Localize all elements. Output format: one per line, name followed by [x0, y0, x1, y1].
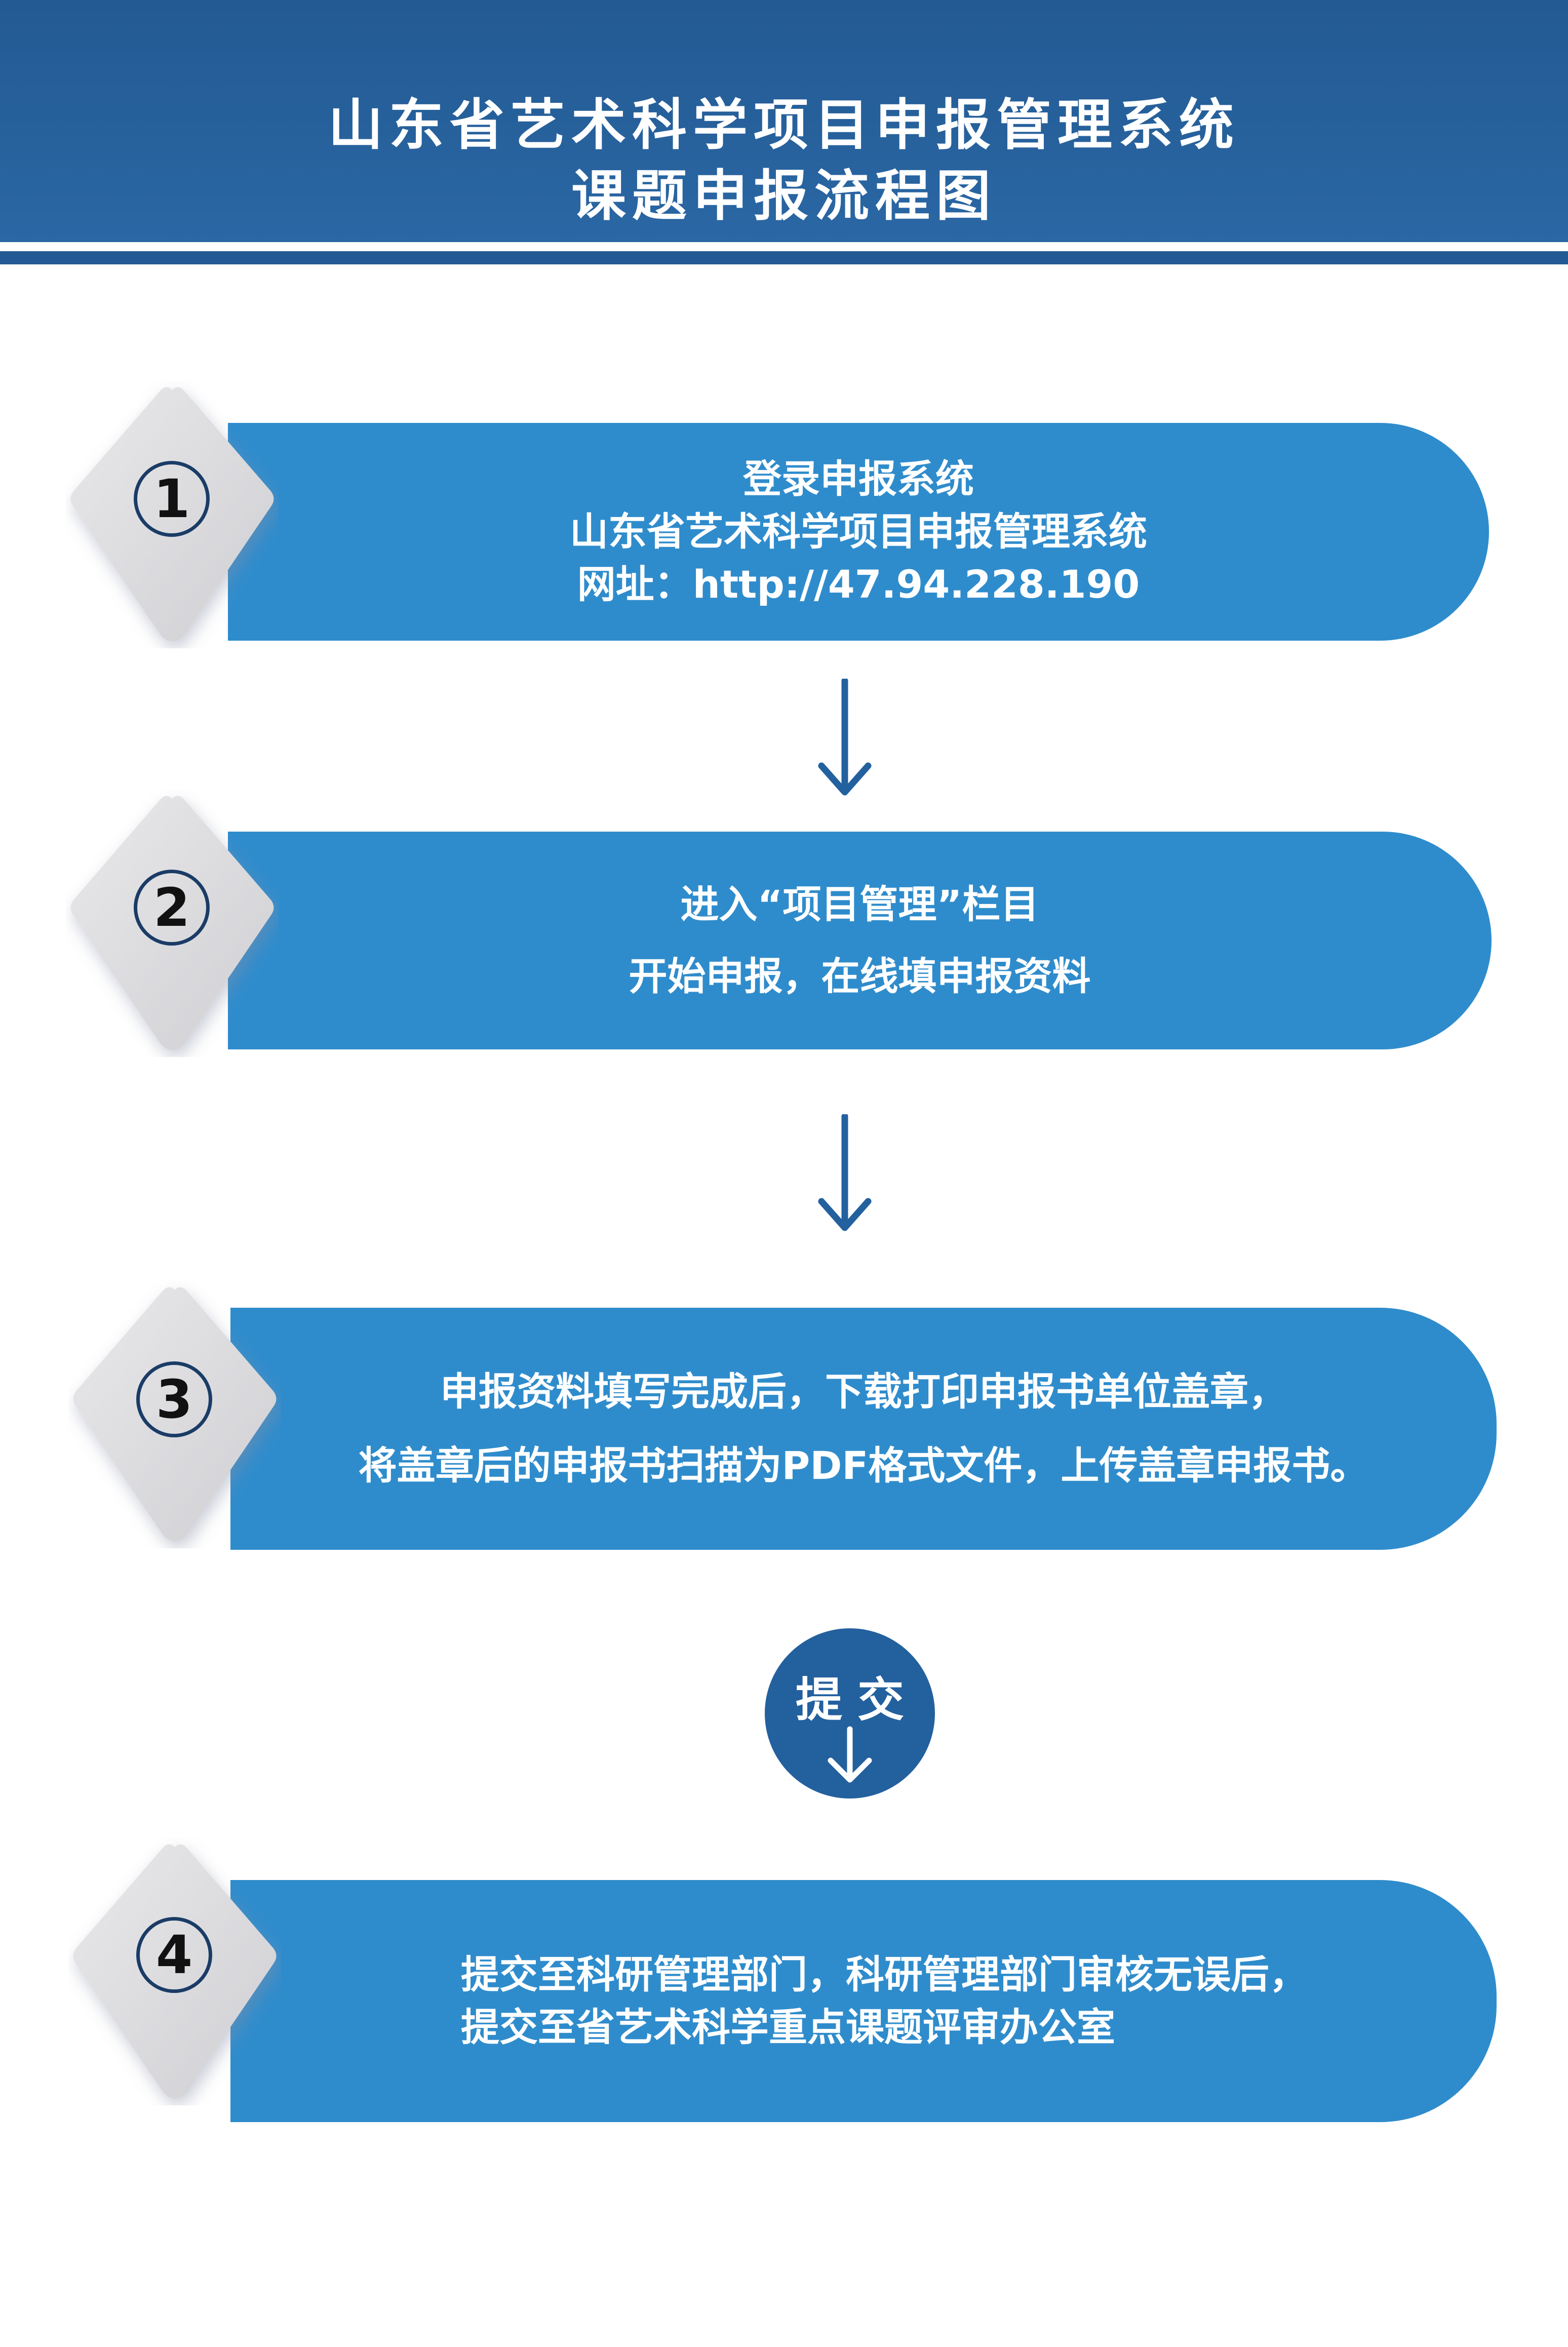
- page-title: 山东省艺术科学项目申报管理系统: [328, 93, 1240, 157]
- step-3-line-2: 将盖章后的申报书扫描为PDF格式文件，上传盖章申报书。: [358, 1443, 1369, 1488]
- step-2-line-2: 开始申报，在线填申报资料: [629, 954, 1091, 999]
- step-4-line-2: 提交至省艺术科学重点课题评审办公室: [461, 2005, 1115, 2050]
- header-underline: [0, 251, 1568, 264]
- step-2-line-1: 进入“项目管理”栏目: [680, 882, 1039, 927]
- step-1-number-badge: 1: [134, 461, 210, 537]
- step-1-box: 登录申报系统 山东省艺术科学项目申报管理系统 网址：http://47.94.2…: [228, 423, 1489, 641]
- step-3-number-badge: 3: [136, 1361, 212, 1437]
- down-arrow-icon-2: [818, 1114, 872, 1231]
- step-2-number-badge: 2: [134, 870, 210, 946]
- step-3-line-1: 申报资料填写完成后，下载打印申报书单位盖章，: [440, 1369, 1287, 1414]
- step-1-line-2: 山东省艺术科学项目申报管理系统: [570, 509, 1147, 554]
- step-3-box: 申报资料填写完成后，下载打印申报书单位盖章， 将盖章后的申报书扫描为PDF格式文…: [230, 1308, 1497, 1550]
- submit-label: 提交: [795, 1673, 919, 1727]
- header-banner: [0, 0, 1568, 242]
- step-4-number-badge: 4: [136, 1917, 212, 1993]
- step-1-line-1: 登录申报系统: [743, 456, 974, 501]
- step-1-line-3: 网址：http://47.94.228.190: [577, 562, 1140, 607]
- header-divider: [0, 242, 1568, 251]
- step-4-box: 提交至科研管理部门，科研管理部门审核无误后， 提交至省艺术科学重点课题评审办公室: [230, 1880, 1497, 2122]
- step-4-line-1: 提交至科研管理部门，科研管理部门审核无误后，: [461, 1952, 1308, 1997]
- down-arrow-icon-1: [818, 679, 872, 796]
- down-arrow-icon: [828, 1726, 872, 1783]
- page-subtitle: 课题申报流程图: [571, 164, 997, 228]
- step-2-box: 进入“项目管理”栏目 开始申报，在线填申报资料: [228, 832, 1492, 1049]
